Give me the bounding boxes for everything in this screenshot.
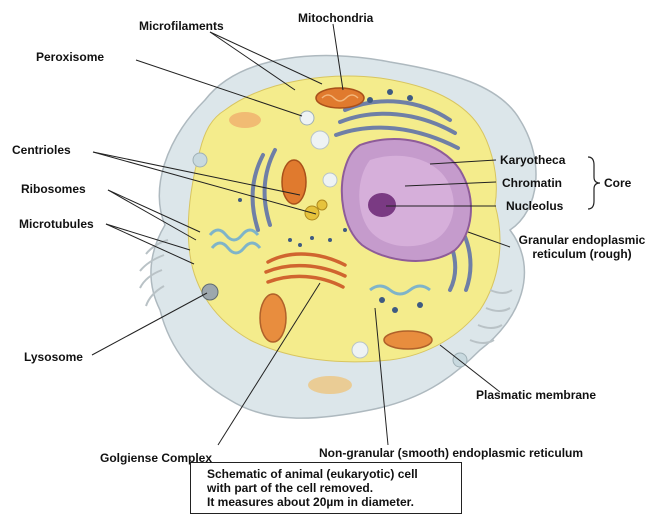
caption-line-2: with part of the cell removed. xyxy=(207,481,461,495)
caption-box: Schematic of animal (eukaryotic) cell wi… xyxy=(190,462,462,514)
nucleolus-shape xyxy=(368,193,396,217)
label-microtubules: Microtubules xyxy=(19,217,94,231)
label-ribosomes: Ribosomes xyxy=(21,182,86,196)
label-mitochondria: Mitochondria xyxy=(298,11,373,25)
label-smooth-er: Non-granular (smooth) endoplasmic reticu… xyxy=(319,446,583,460)
label-microfilaments: Microfilaments xyxy=(139,19,224,33)
caption-line-3: It measures about 20µm in diameter. xyxy=(207,495,461,509)
label-peroxisome: Peroxisome xyxy=(36,50,104,64)
peroxisome-shape xyxy=(300,111,314,125)
core-brace xyxy=(588,157,600,209)
caption-line-1: Schematic of animal (eukaryotic) cell xyxy=(207,467,461,481)
label-nucleolus: Nucleolus xyxy=(506,199,563,213)
label-chromatin: Chromatin xyxy=(502,176,562,190)
label-granular-er-line1: Granular endoplasmic xyxy=(512,233,652,247)
label-core: Core xyxy=(604,176,631,190)
label-karyotheca: Karyotheca xyxy=(500,153,565,167)
label-centrioles: Centrioles xyxy=(12,143,71,157)
label-plasmatic-membrane: Plasmatic membrane xyxy=(476,388,596,402)
label-granular-er-line2: reticulum (rough) xyxy=(512,247,652,261)
label-lysosome: Lysosome xyxy=(24,350,83,364)
lysosome-shape xyxy=(202,284,218,300)
